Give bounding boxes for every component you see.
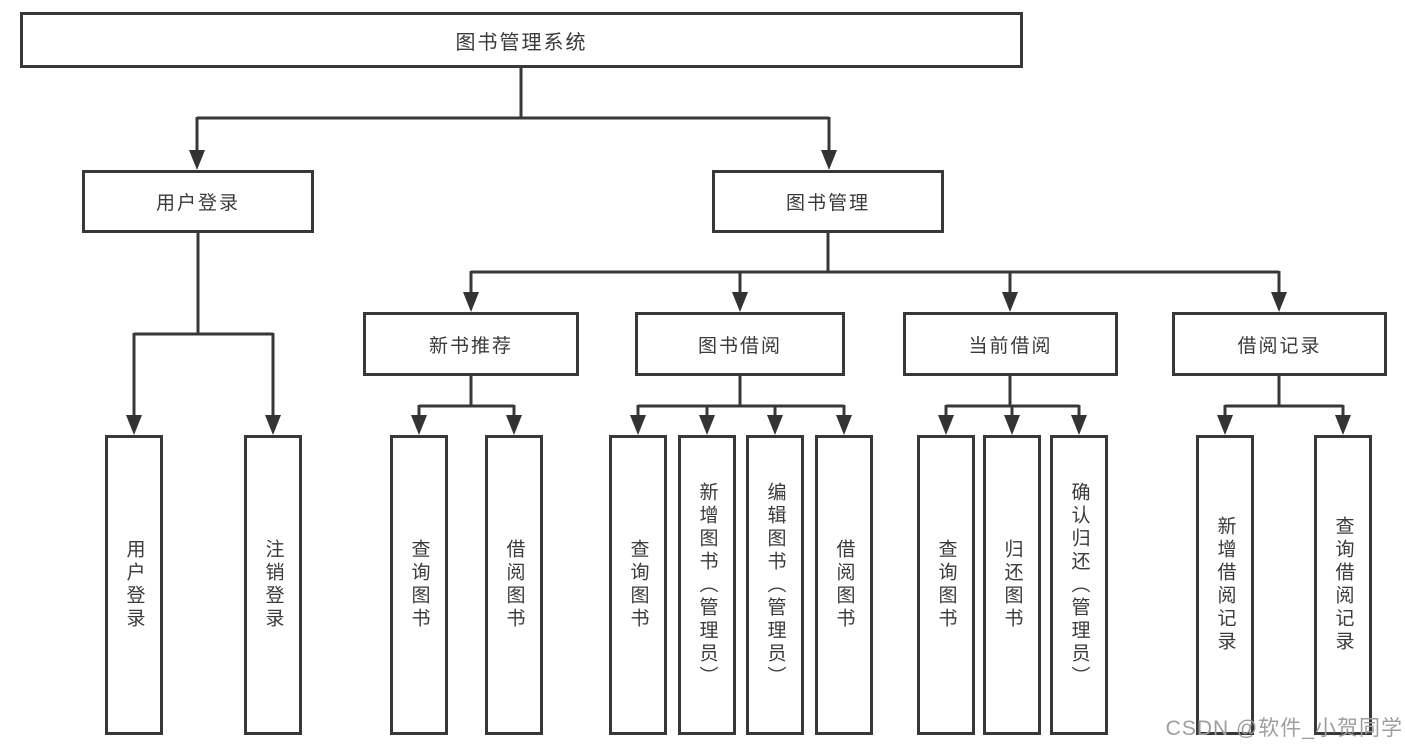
arrowheads-newrec-leaves	[411, 415, 522, 435]
leaf-return-book: 归还图书	[983, 435, 1041, 735]
node-book-borrow: 图书借阅	[635, 312, 845, 376]
arrowheads-current-leaves	[938, 415, 1087, 435]
node-user-login: 用户登录	[82, 170, 314, 233]
arrowheads-borrow-leaves	[630, 415, 852, 435]
leaf-edit-book-admin: 编辑图书（管理员）	[746, 435, 804, 735]
connector-mgmt-to-level3	[469, 233, 1281, 294]
leaf-current-query-book: 查询图书	[917, 435, 975, 735]
leaf-user-login: 用户登录	[105, 435, 163, 735]
leaf-add-book-admin: 新增图书（管理员）	[678, 435, 736, 735]
node-borrow-record: 借阅记录	[1172, 312, 1387, 376]
arrowheads-record-leaves	[1217, 415, 1351, 435]
leaf-return-book-label: 归还图书	[1001, 539, 1023, 631]
leaf-confirm-return-admin-label: 确认归还（管理员）	[1068, 481, 1090, 689]
node-root-system: 图书管理系统	[20, 12, 1023, 68]
leaf-logout: 注销登录	[244, 435, 302, 735]
leaf-current-query-book-label: 查询图书	[935, 539, 957, 631]
leaf-borrow-query-book: 查询图书	[609, 435, 667, 735]
leaf-borrow-book-label: 借阅图书	[833, 539, 855, 631]
leaf-newrec-borrow-book-label: 借阅图书	[503, 539, 525, 631]
leaf-borrow-book: 借阅图书	[815, 435, 873, 735]
leaf-borrow-query-book-label: 查询图书	[627, 539, 649, 631]
arrowheads-login-leaves	[126, 415, 281, 435]
connector-newrec-to-leaves	[417, 376, 516, 417]
leaf-newrec-borrow-book: 借阅图书	[485, 435, 543, 735]
leaf-user-login-label: 用户登录	[123, 539, 145, 631]
csdn-watermark: CSDN @软件_小贺同学	[1165, 717, 1403, 740]
arrowheads-level2	[189, 150, 837, 170]
node-book-management-label: 图书管理	[785, 193, 870, 214]
node-current-borrow: 当前借阅	[903, 312, 1118, 376]
leaf-logout-label: 注销登录	[262, 539, 284, 631]
node-user-login-label: 用户登录	[155, 193, 240, 214]
leaf-query-borrow-record-label: 查询借阅记录	[1332, 516, 1354, 654]
leaf-add-borrow-record-label: 新增借阅记录	[1214, 516, 1236, 654]
connector-login-to-leaves	[132, 233, 275, 417]
node-book-borrow-label: 图书借阅	[697, 335, 782, 357]
connector-root-to-level2	[195, 68, 831, 152]
connector-current-to-leaves	[944, 376, 1081, 417]
node-current-borrow-label: 当前借阅	[968, 335, 1053, 357]
node-new-book-recommend: 新书推荐	[363, 312, 579, 376]
connector-record-to-leaves	[1223, 376, 1345, 417]
connector-borrow-to-leaves	[636, 376, 846, 417]
leaf-newrec-query-book-label: 查询图书	[408, 539, 430, 631]
leaf-newrec-query-book: 查询图书	[390, 435, 448, 735]
leaf-edit-book-admin-label: 编辑图书（管理员）	[764, 481, 786, 689]
leaf-query-borrow-record: 查询借阅记录	[1314, 435, 1372, 735]
leaf-add-borrow-record: 新增借阅记录	[1196, 435, 1254, 735]
node-borrow-record-label: 借阅记录	[1237, 335, 1322, 357]
node-root-label: 图书管理系统	[455, 31, 588, 54]
leaf-confirm-return-admin: 确认归还（管理员）	[1050, 435, 1108, 735]
leaf-add-book-admin-label: 新增图书（管理员）	[696, 481, 718, 689]
node-book-management: 图书管理	[712, 170, 944, 233]
node-new-book-recommend-label: 新书推荐	[428, 335, 513, 357]
arrowheads-level3	[463, 292, 1287, 312]
